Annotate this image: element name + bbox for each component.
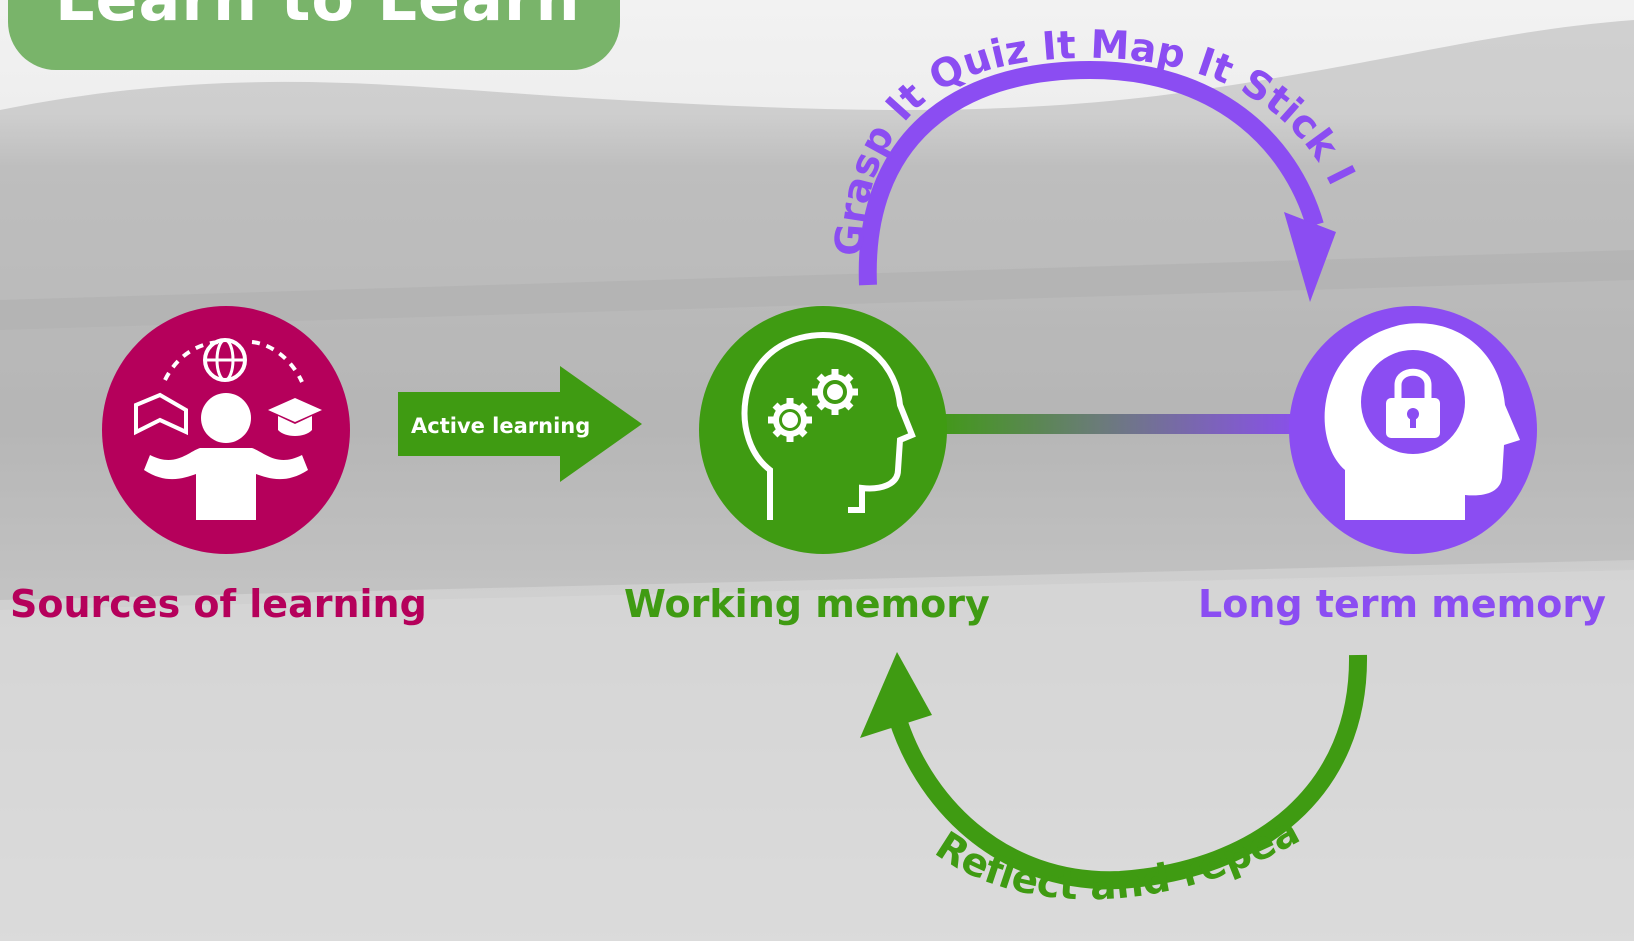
page-title: Learn to Learn <box>55 0 581 35</box>
title-badge <box>8 0 620 70</box>
head-with-padlock-icon <box>1324 323 1520 520</box>
bottom-loop-arrow <box>886 654 1368 890</box>
longterm-node <box>1289 306 1537 554</box>
working-label: Working memory <box>624 582 990 626</box>
top-loop-arrowhead <box>1284 212 1336 302</box>
sources-label: Sources of learning <box>10 582 427 626</box>
sources-node <box>102 306 350 554</box>
top-loop-arrow <box>858 60 1324 286</box>
active-learning-label: Active learning <box>411 414 590 438</box>
active-learning-arrow <box>398 366 642 482</box>
longterm-label: Long term memory <box>1198 582 1606 626</box>
memory-connector <box>930 414 1310 434</box>
person-juggling-globe-book-cap-icon <box>134 338 322 520</box>
bottom-loop-arrowhead <box>860 652 932 738</box>
working-node <box>699 306 947 554</box>
head-with-gears-icon <box>741 331 916 520</box>
